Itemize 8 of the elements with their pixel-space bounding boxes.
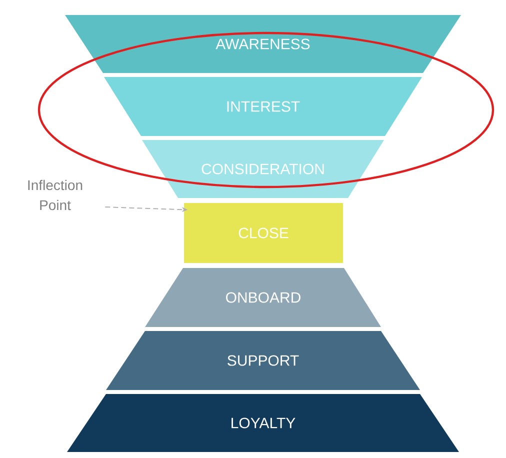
neck-box: CLOSE xyxy=(184,203,343,263)
funnel-segment: AWARENESS xyxy=(65,15,461,73)
funnel-segment: CONSIDERATION xyxy=(142,140,384,198)
funnel-segment: SUPPORT xyxy=(106,331,420,390)
funnel-segment: INTEREST xyxy=(104,77,422,136)
annotation-text: Inflection Point xyxy=(28,180,82,210)
funnel-segment: ONBOARD xyxy=(145,268,381,327)
funnel-segment: LOYALTY xyxy=(67,394,459,452)
